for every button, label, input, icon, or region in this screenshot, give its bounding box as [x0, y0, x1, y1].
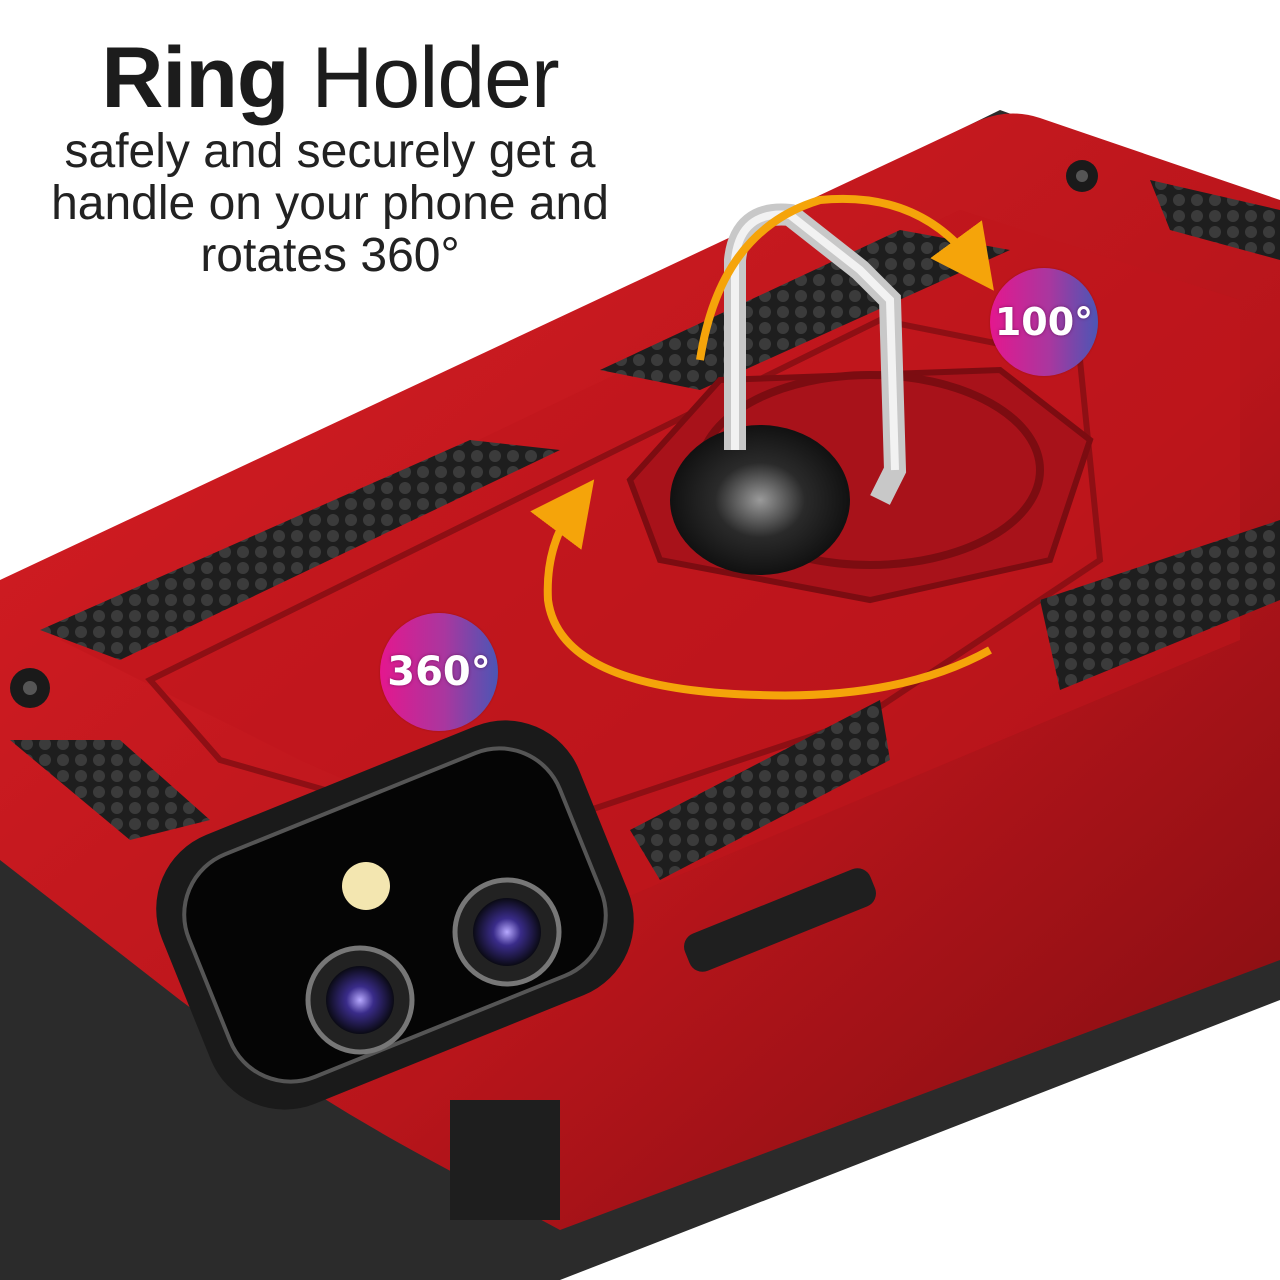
camera-module: [156, 720, 634, 1110]
subtitle-line-2: handle on your phone and: [51, 177, 609, 230]
flash-icon: [342, 862, 390, 910]
grip-panels: [10, 180, 1280, 880]
badge-360-degrees: 360°: [380, 613, 498, 731]
rotation-arrows: [530, 194, 994, 700]
bottom-port-cover: [450, 1100, 560, 1220]
title-light: Holder: [311, 30, 559, 126]
subtitle-line-3: rotates 360°: [200, 229, 460, 282]
phone-case: [0, 110, 1280, 1280]
badge-label: 360°: [387, 649, 491, 695]
subtitle-line-1: safely and securely get a: [64, 125, 596, 178]
title-bold: Ring: [101, 30, 289, 126]
badge-100-degrees: 100°: [990, 268, 1098, 376]
ring-holder: [626, 203, 1094, 604]
side-button-cover: [684, 868, 876, 972]
page-title: Ring Holder: [30, 30, 630, 126]
screw-holes: [10, 160, 1098, 708]
badge-label: 100°: [994, 300, 1094, 344]
headline: Ring Holder safely and securely get a ha…: [30, 30, 630, 282]
